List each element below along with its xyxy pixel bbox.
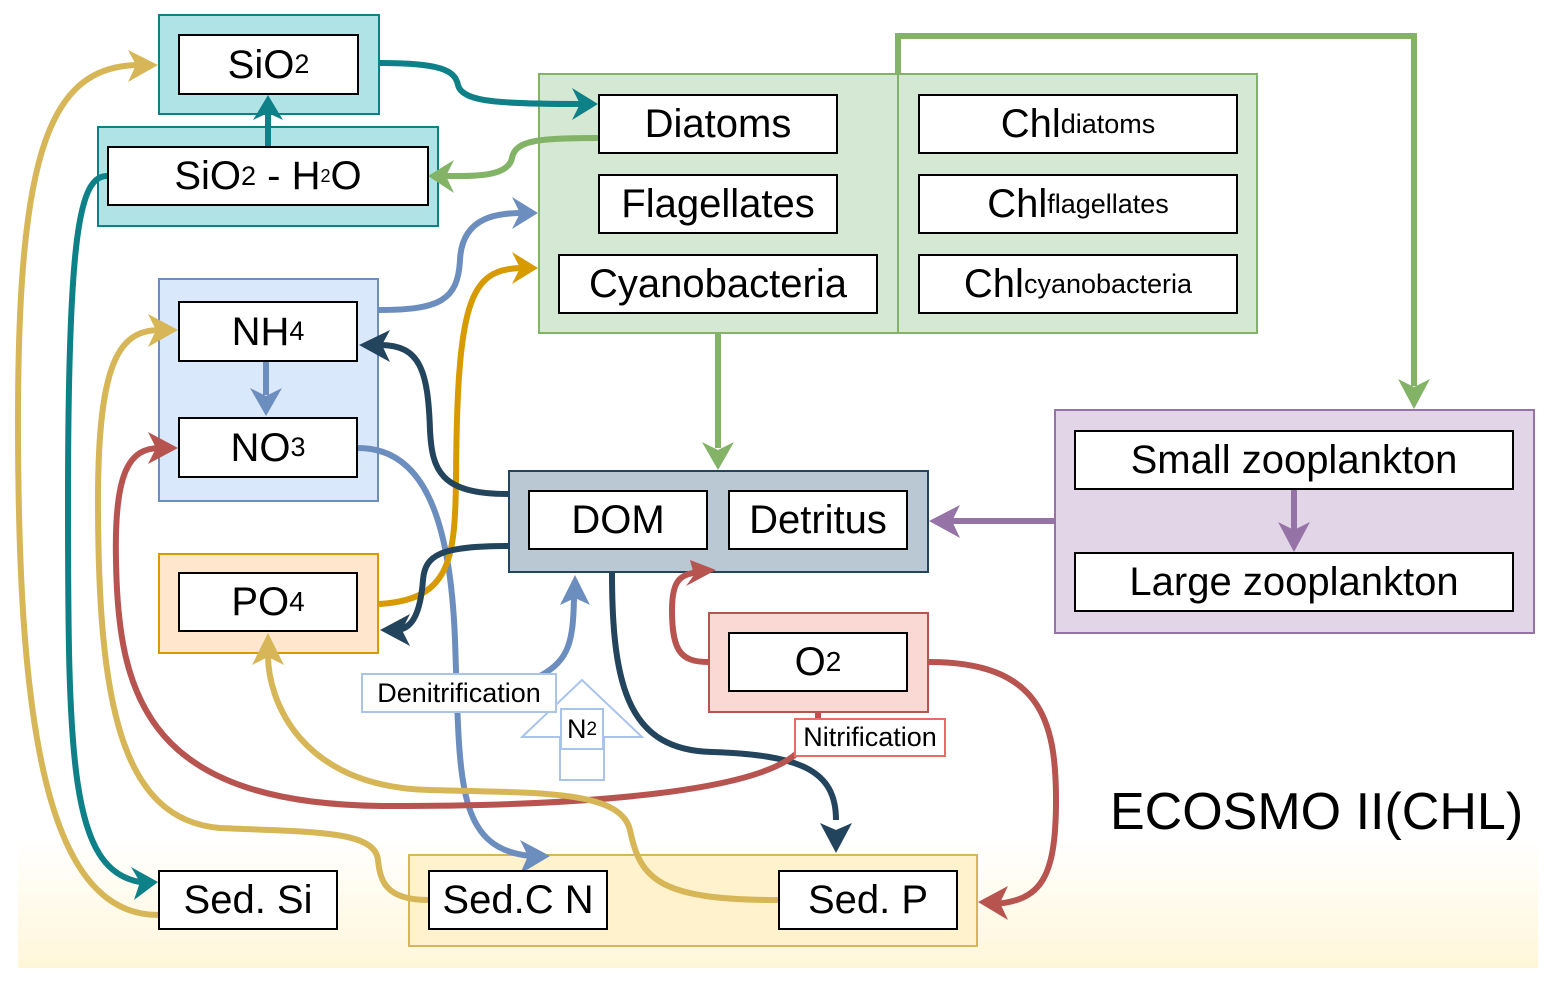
- diagram-title: ECOSMO II(CHL): [1110, 783, 1524, 841]
- flow-nitrification-to-no3: [112, 445, 801, 810]
- n2-base: N: [566, 713, 587, 744]
- no3-base: NO: [230, 425, 291, 470]
- arrowhead-diatoms: [572, 88, 598, 120]
- chl-flagellates-base: Chl: [987, 182, 1048, 226]
- label-denitrification: Denitrification: [361, 673, 557, 713]
- node-sed-si[interactable]: Sed. Si: [158, 870, 338, 930]
- sio2-base: SiO: [227, 42, 295, 87]
- node-sed-cn[interactable]: Sed.C N: [428, 870, 608, 930]
- no3-sub: 3: [290, 432, 306, 462]
- node-flagellates[interactable]: Flagellates: [598, 174, 838, 234]
- flow-po4-to-phyto: [378, 265, 521, 607]
- chl-cyanobacteria-base: Chl: [963, 262, 1024, 306]
- node-small-zooplankton[interactable]: Small zooplankton: [1074, 430, 1514, 490]
- po4-sub: 4: [289, 586, 305, 617]
- arrowhead-dom-blue: [560, 575, 590, 605]
- node-large-zooplankton[interactable]: Large zooplankton: [1074, 552, 1514, 612]
- flow-o2-to-detritus: [668, 569, 709, 665]
- flow-sedsi-to-sio2: [14, 62, 159, 918]
- po4-base: PO: [231, 580, 290, 624]
- flow-sio2h2o-to-sedsi: [64, 173, 141, 885]
- flow-diatoms-to-sio2h2o: [444, 135, 599, 180]
- sio2h2o-base: SiO: [174, 154, 242, 198]
- arrowhead-sedsi: [131, 867, 158, 900]
- flow-phyto-to-zooplankton: [895, 33, 1417, 386]
- arrowhead-no3: [250, 388, 282, 416]
- node-dom[interactable]: DOM: [528, 490, 708, 550]
- arrowhead-po4: [380, 614, 410, 646]
- sio2h2o-mid: - H: [256, 154, 321, 198]
- arrowhead-sio2: [253, 95, 283, 120]
- o2-base: O: [794, 640, 826, 684]
- arrowhead-largezoo: [1278, 522, 1310, 552]
- node-diatoms[interactable]: Diatoms: [598, 94, 838, 154]
- arrowhead-no3-red: [148, 432, 178, 464]
- flow-sedcn-to-nh4: [94, 327, 429, 903]
- sio2h2o-tail: O: [330, 154, 362, 198]
- flow-sedp-to-po4: [265, 654, 779, 903]
- arrowhead-sio2h2o: [428, 160, 454, 193]
- arrowhead-detritus-purple: [929, 505, 960, 538]
- arrowhead-sedp-red: [978, 886, 1008, 920]
- flow-dom-to-po4: [394, 543, 509, 633]
- arrowhead-zooplankton-green: [1398, 379, 1430, 409]
- o2-sub: 2: [825, 646, 842, 677]
- sio2h2o-sub: 2: [241, 160, 257, 191]
- flow-sio2-to-diatoms: [379, 60, 581, 107]
- arrowhead-sedcn: [520, 840, 550, 874]
- chl-diatoms-base: Chl: [1000, 102, 1061, 146]
- arrowhead-detritus-green: [702, 442, 734, 470]
- flow-nh4-to-phyto: [378, 210, 526, 313]
- node-sed-p[interactable]: Sed. P: [778, 870, 958, 930]
- n2-sub: 2: [586, 718, 598, 740]
- arrowhead-phyto-blue: [512, 197, 538, 229]
- nh4-sub: 4: [289, 316, 305, 346]
- arrowhead-detritus-red: [686, 560, 716, 586]
- flow-dom-to-nh4: [379, 342, 509, 497]
- flow-no3-to-sedcn: [357, 445, 531, 859]
- flow-denitrification-to-dom: [538, 597, 577, 679]
- arrowhead-po4-yellow: [252, 633, 284, 665]
- chl-cyanobacteria-sub: cyanobacteria: [1023, 268, 1193, 299]
- arrowhead-sio2-yellow: [128, 50, 158, 82]
- sio2-sub: 2: [294, 49, 310, 79]
- arrowhead-phyto-orange: [512, 252, 538, 284]
- nh4-base: NH: [231, 309, 290, 354]
- chl-diatoms-sub: diatoms: [1060, 108, 1156, 139]
- flow-o2-to-sedp: [928, 659, 1060, 907]
- arrowhead-nh4-yellow: [148, 314, 178, 347]
- arrowhead-sedp-navy: [820, 823, 852, 853]
- arrowhead-nh4: [359, 330, 390, 362]
- node-detritus[interactable]: Detritus: [728, 490, 908, 550]
- flow-dom-to-sedp: [609, 572, 839, 821]
- chl-flagellates-sub: flagellates: [1047, 188, 1169, 219]
- node-cyanobacteria[interactable]: Cyanobacteria: [558, 254, 878, 314]
- sio2h2o-sub2: 2: [320, 166, 331, 186]
- label-nitrification: Nitrification: [794, 718, 946, 757]
